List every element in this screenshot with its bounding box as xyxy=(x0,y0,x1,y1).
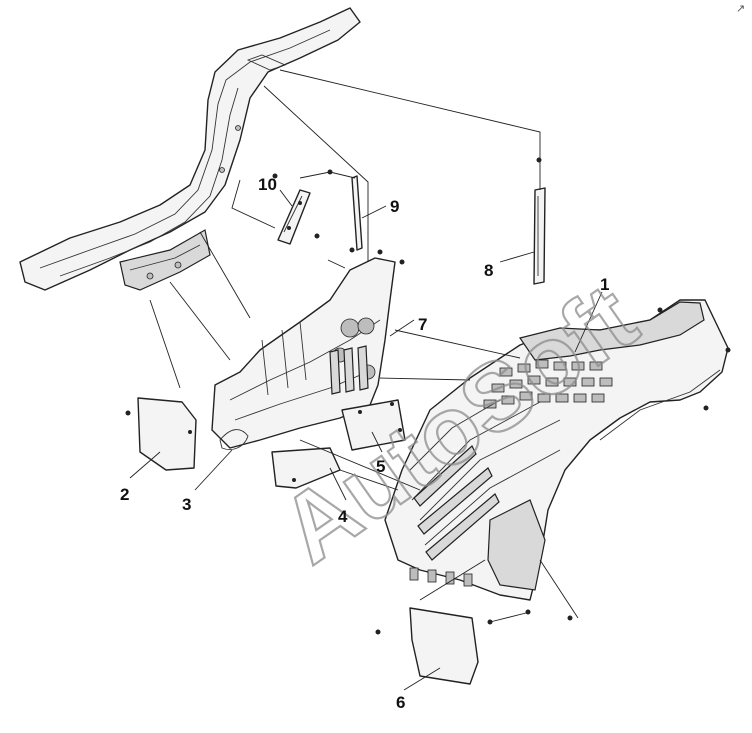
callout-1: 1 xyxy=(600,275,609,294)
callout-5: 5 xyxy=(376,457,385,476)
callout-2: 2 xyxy=(120,485,129,504)
corner-mark: ↗ xyxy=(736,3,745,15)
fender-vent-grid xyxy=(483,359,613,409)
flap-part-5 xyxy=(341,399,406,451)
callout-7: 7 xyxy=(418,315,427,334)
strut-part-9 xyxy=(327,169,405,265)
frame-side-member xyxy=(19,7,361,291)
callout-4: 4 xyxy=(338,507,348,526)
callout-3: 3 xyxy=(182,495,191,514)
callout-8: 8 xyxy=(484,261,493,280)
callout-6: 6 xyxy=(396,693,405,712)
callout-10: 10 xyxy=(258,175,277,194)
splash-panel-part-2 xyxy=(125,397,197,471)
bracket-part-8 xyxy=(533,157,546,285)
callout-9: 9 xyxy=(390,197,399,216)
fender-assembly-part-1 xyxy=(384,299,731,601)
inner-panel-assembly xyxy=(211,257,396,450)
callout-labels: 1 2 3 4 5 6 7 8 9 10 xyxy=(120,175,609,712)
mud-flap-part-6 xyxy=(375,607,573,685)
assembly-lines xyxy=(129,69,603,691)
bracket-part-10 xyxy=(272,173,320,245)
